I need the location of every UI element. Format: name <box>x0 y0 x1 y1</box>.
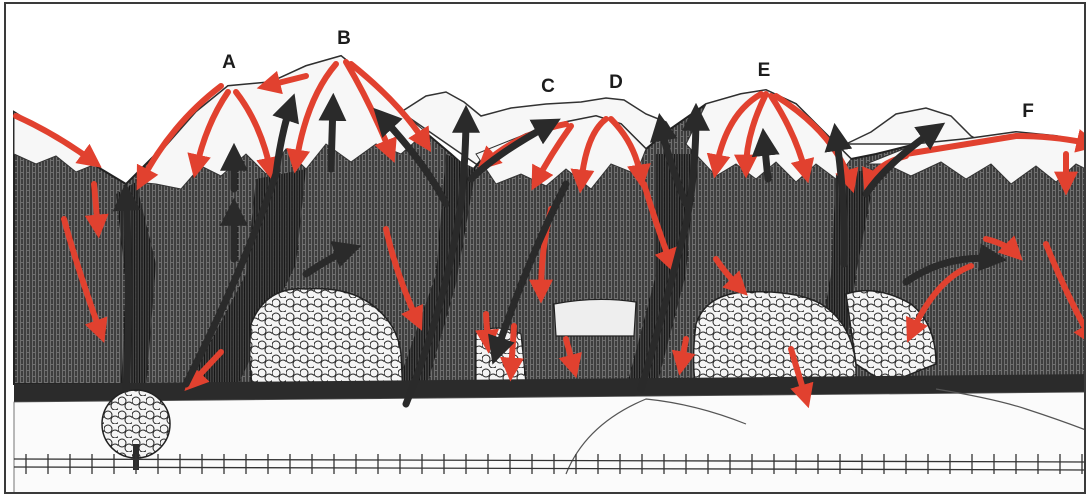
peak-label-b: B <box>337 28 351 49</box>
red-arrow-icon <box>486 314 488 344</box>
red-arrow-icon <box>94 184 98 229</box>
peak-label-c: C <box>541 76 555 97</box>
dark-arrow-icon <box>331 104 333 169</box>
mountain-scene: A B C D E F <box>6 4 1086 494</box>
red-arrow-icon <box>511 326 514 372</box>
peak-label-f: F <box>1022 101 1034 122</box>
peak-label-a: A <box>222 52 236 73</box>
meadow <box>14 392 1086 494</box>
diagram-frame: A B C D E F <box>4 2 1086 494</box>
dark-arrow-icon <box>126 194 129 389</box>
peak-label-d: D <box>609 72 623 93</box>
dark-arrow-icon <box>764 139 768 179</box>
peak-label-e: E <box>758 60 771 81</box>
